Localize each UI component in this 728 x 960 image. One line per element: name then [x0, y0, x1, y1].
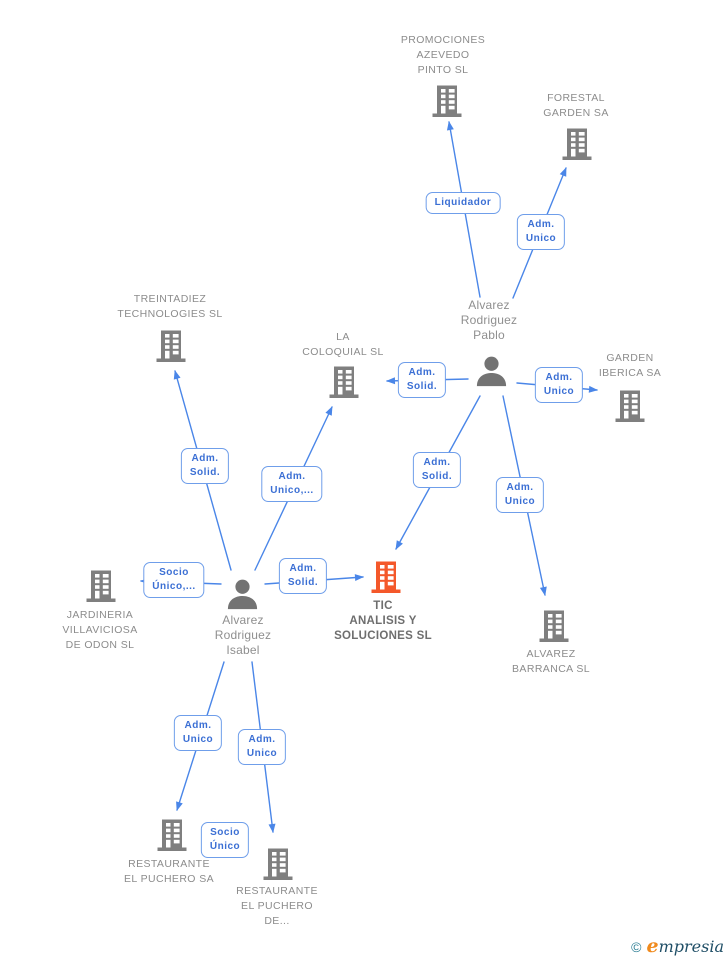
la-coloquial-sl-icon[interactable] — [326, 364, 362, 400]
relationship-label-adm-unico-puchero-de[interactable]: Adm. Unico — [237, 729, 287, 765]
jardineria-villaviciosa-de-odon-sl-icon[interactable] — [83, 568, 119, 604]
jardineria-villaviciosa-de-odon-sl-label[interactable]: JARDINERIA VILLAVICIOSA DE ODON SL — [62, 609, 138, 651]
promociones-azevedo-pinto-sl-label[interactable]: PROMOCIONES AZEVEDO PINTO SL — [400, 34, 486, 76]
treintadiez-technologies-sl-label[interactable]: TREINTADIEZ TECHNOLOGIES SL — [117, 293, 223, 320]
alvarez-rodriguez-isabel-icon[interactable] — [225, 577, 261, 613]
relationship-label-adm-unico-garden[interactable]: Adm. Unico — [534, 367, 584, 403]
person-icon — [476, 356, 507, 387]
la-coloquial-sl-label[interactable]: LA COLOQUIAL SL — [302, 331, 384, 358]
relationship-label-adm-unico-coloquial[interactable]: Adm. Unico,... — [261, 466, 323, 502]
restaurante-el-puchero-sa-label[interactable]: RESTAURANTE EL PUCHERO SA — [124, 858, 214, 885]
garden-iberica-sa-label[interactable]: GARDEN IBERICA SA — [598, 352, 662, 379]
building-icon — [432, 85, 462, 117]
alvarez-rodriguez-pablo-icon[interactable] — [474, 354, 510, 390]
brand-letter-e: e — [646, 935, 659, 957]
relationship-label-adm-solid-coloquial[interactable]: Adm. Solid. — [397, 362, 447, 398]
relationship-label-adm-unico-forestal[interactable]: Adm. Unico — [516, 214, 566, 250]
treintadiez-technologies-sl-icon[interactable] — [153, 328, 189, 364]
forestal-garden-sa-icon[interactable] — [559, 126, 595, 162]
tic-analisis-y-soluciones-sl-icon[interactable] — [368, 559, 404, 595]
copyright-icon: © — [631, 939, 642, 955]
building-icon — [156, 330, 186, 362]
garden-iberica-sa-icon[interactable] — [612, 388, 648, 424]
building-icon — [562, 128, 592, 160]
relationship-label-adm-unico-barranca[interactable]: Adm. Unico — [495, 477, 545, 513]
building-icon — [263, 848, 293, 880]
relationship-label-socio-unico-jardineria[interactable]: Socio Único,... — [143, 562, 205, 598]
alvarez-barranca-sl-icon[interactable] — [536, 608, 572, 644]
building-icon — [615, 390, 645, 422]
relationship-label-adm-unico-puchero-sa[interactable]: Adm. Unico — [173, 715, 223, 751]
person-icon — [227, 579, 258, 610]
alvarez-rodriguez-pablo-label[interactable]: Alvarez Rodriguez Pablo — [460, 298, 518, 342]
building-icon — [86, 570, 116, 602]
relationship-label-adm-solid-tic[interactable]: Adm. Solid. — [412, 452, 462, 488]
promociones-azevedo-pinto-sl-icon[interactable] — [429, 83, 465, 119]
building-icon — [157, 819, 187, 851]
relationship-label-socio-unico-puchero[interactable]: Socio Único — [200, 822, 250, 858]
brand-rest: mpresia — [658, 937, 724, 956]
building-icon — [371, 561, 401, 593]
tic-analisis-y-soluciones-sl-label[interactable]: TIC ANALISIS Y SOLUCIONES SL — [334, 600, 432, 642]
forestal-garden-sa-label[interactable]: FORESTAL GARDEN SA — [543, 92, 609, 119]
relationship-label-adm-solid-treintadiez[interactable]: Adm. Solid. — [180, 448, 230, 484]
alvarez-barranca-sl-label[interactable]: ALVAREZ BARRANCA SL — [512, 648, 590, 675]
alvarez-rodriguez-isabel-label[interactable]: Alvarez Rodriguez Isabel — [214, 613, 272, 657]
building-icon — [539, 610, 569, 642]
brand-name: empresia — [647, 935, 725, 957]
relationship-label-liquidador[interactable]: Liquidador — [425, 192, 501, 214]
restaurante-el-puchero-de-label[interactable]: RESTAURANTE EL PUCHERO DE... — [236, 885, 318, 927]
relationship-label-adm-solid-tic-isabel[interactable]: Adm. Solid. — [278, 558, 328, 594]
restaurante-el-puchero-de-icon[interactable] — [260, 846, 296, 882]
restaurante-el-puchero-sa-icon[interactable] — [154, 817, 190, 853]
empresia-logo[interactable]: © empresia — [631, 935, 724, 957]
building-icon — [329, 366, 359, 398]
